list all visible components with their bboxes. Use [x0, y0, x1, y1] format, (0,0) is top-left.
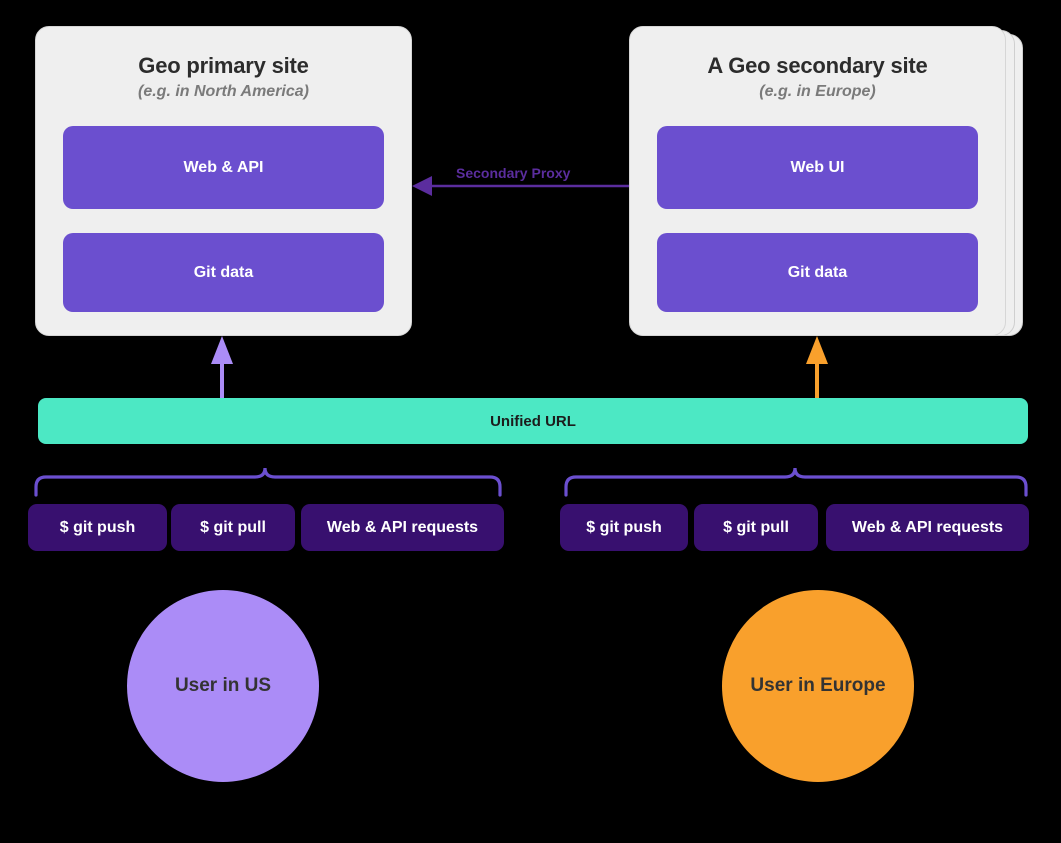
primary-service-git-data[interactable]: Git data [63, 233, 384, 312]
unified-url-label: Unified URL [490, 412, 576, 430]
left-pill-git-pull-label: $ git pull [200, 518, 266, 536]
primary-service-web-api-label: Web & API [183, 158, 264, 176]
secondary-service-git-data[interactable]: Git data [657, 233, 978, 312]
arrow-unified-to-secondary [806, 336, 828, 398]
secondary-site-title: A Geo secondary site [707, 53, 928, 78]
user-circle-us: User in US [127, 590, 319, 782]
left-pill-git-pull[interactable]: $ git pull [171, 504, 295, 551]
right-pill-git-push[interactable]: $ git push [560, 504, 688, 551]
user-circle-europe-label: User in Europe [750, 675, 886, 696]
user-circle-europe: User in Europe [722, 590, 914, 782]
left-pill-git-push-label: $ git push [59, 518, 136, 536]
secondary-service-web-ui[interactable]: Web UI [657, 126, 978, 209]
right-group-brace [564, 467, 1028, 497]
right-pill-web-api-requests[interactable]: Web & API requests [826, 504, 1029, 551]
secondary-site-subtitle: (e.g. in Europe) [759, 83, 876, 100]
user-circle-us-label: User in US [174, 675, 272, 696]
right-pill-git-push-label: $ git push [586, 518, 662, 536]
right-pill-git-pull[interactable]: $ git pull [694, 504, 818, 551]
left-group-brace [34, 467, 502, 497]
left-pill-git-push[interactable]: $ git push [28, 504, 167, 551]
arrow-unified-to-primary [211, 336, 233, 398]
primary-service-git-data-label: Git data [193, 263, 254, 281]
unified-url-bar: Unified URL [38, 398, 1028, 444]
secondary-service-git-data-label: Git data [787, 263, 848, 281]
left-pill-web-api-requests-label: Web & API requests [326, 518, 479, 536]
right-pill-web-api-requests-label: Web & API requests [851, 518, 1004, 536]
primary-site-subtitle: (e.g. in North America) [138, 83, 309, 100]
left-pill-web-api-requests[interactable]: Web & API requests [301, 504, 504, 551]
secondary-proxy-label: Secondary Proxy [456, 165, 571, 181]
primary-service-web-api[interactable]: Web & API [63, 126, 384, 209]
secondary-service-web-ui-label: Web UI [790, 158, 845, 176]
primary-site-title: Geo primary site [138, 53, 309, 78]
right-pill-git-pull-label: $ git pull [723, 518, 789, 536]
